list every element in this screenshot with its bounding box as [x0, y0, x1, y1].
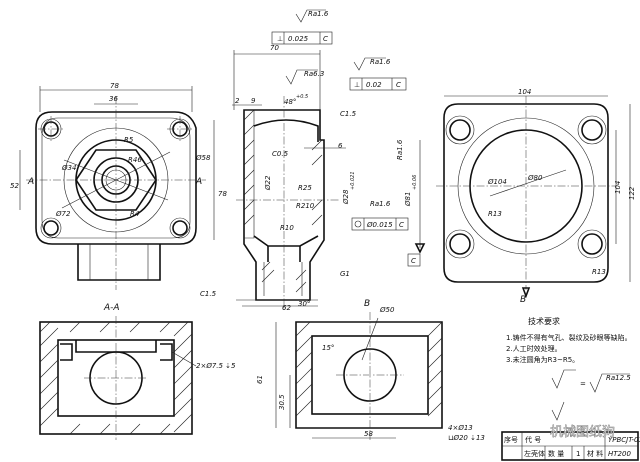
ra-bore: Ra1.6: [370, 200, 391, 208]
tech-req-item-2: 2.人工时效处理。: [506, 344, 562, 353]
dim-r13-right: R13: [592, 268, 606, 276]
dim-r5: R5: [124, 136, 134, 144]
section-label-a-right: A: [195, 177, 202, 187]
holes-aa: 2×Ø7.5 ⇣5: [196, 362, 236, 370]
dim-70: 70: [270, 44, 279, 52]
dim-d72: Ø72: [55, 210, 71, 218]
dim-9: 9: [251, 97, 256, 105]
dim-c05: C0.5: [272, 150, 289, 158]
dim-d28-tol: +0.021: [350, 171, 356, 190]
ra-top: Ra1.6: [308, 10, 329, 18]
section-label-a-left: A: [27, 177, 34, 187]
dim-r13-left: R13: [488, 210, 502, 218]
dim-d104: Ø104: [487, 178, 507, 186]
section-aa: A-A 2×Ø7.5 ⇣5: [39, 303, 236, 440]
tech-req-item-1: 1.铸件不得有气孔、裂纹及砂眼等缺陷。: [506, 333, 632, 342]
flatness-value: 0.025: [288, 35, 309, 43]
tech-requirements: 技术要求 1.铸件不得有气孔、裂纹及砂眼等缺陷。 2.人工时效处理。 3.未注圆…: [506, 316, 632, 421]
dim-r210: R210: [296, 202, 315, 210]
drawing-number: YPBCJT-01: [608, 436, 640, 444]
pos-value: Ø0.015: [366, 221, 393, 229]
title-header-code: 代 号: [525, 435, 541, 444]
dim-angle: 48°: [284, 98, 296, 106]
holes-b-1: 4×Ø13: [448, 424, 473, 432]
dim-104-side: 104: [614, 181, 622, 194]
ra-mid: Ra6.3: [304, 70, 324, 78]
dim-c15-top: C1.5: [340, 110, 357, 118]
dim-30-5: 30.5: [278, 394, 286, 410]
perp-value: 0.02: [366, 81, 382, 89]
section-b: B Ø50 15° 61 30.5 58 4×Ø13 ⊔Ø20 ⇣13: [256, 299, 485, 442]
dim-d58: Ø58: [195, 154, 211, 162]
dim-c15-bottom: C1.5: [200, 290, 217, 298]
roughness-eq: =: [580, 380, 586, 388]
section-b-label: B: [364, 299, 370, 309]
ra-vert: Ra1.6: [396, 139, 404, 160]
dim-58: 58: [364, 430, 373, 438]
roughness-ra125: Ra12.5: [606, 374, 631, 382]
dim-78-top: 78: [110, 82, 119, 90]
dim-r46: R46: [128, 156, 142, 164]
section-aa-title: A-A: [103, 303, 120, 313]
dim-r4: R4: [130, 210, 139, 218]
dim-62: 62: [282, 304, 291, 312]
dim-d22: Ø22: [264, 175, 272, 191]
title-header-seq: 序号: [504, 435, 518, 444]
dim-d81: Ø81: [404, 192, 412, 207]
svg-text:⊥: ⊥: [277, 35, 283, 43]
side-view: ⊥ 0.025 C ⊥ 0.02 C Ø0.015 C C Ra1.6 70 R…: [200, 9, 426, 312]
dim-d50: Ø50: [379, 306, 395, 314]
dim-d80: Ø80: [527, 174, 543, 182]
dim-15deg: 15°: [322, 344, 334, 352]
datum-c: C: [411, 257, 416, 265]
section-label-b: B: [520, 295, 526, 305]
material-label: 材 料: [587, 449, 603, 458]
dim-angle-tol: +0.5: [296, 94, 308, 100]
dim-104-top: 104: [518, 88, 531, 96]
dim-r25: R25: [298, 184, 312, 192]
holes-b-2: ⊔Ø20 ⇣13: [448, 434, 485, 442]
dim-122: 122: [628, 186, 636, 200]
dim-d28: Ø28: [342, 189, 350, 205]
dim-6: 6: [338, 142, 343, 150]
pos-ref: C: [399, 221, 404, 229]
part-name: 左壳体: [524, 449, 545, 458]
dim-r10: R10: [280, 224, 294, 232]
front-view: 78 36 52 78 R5 R46 R4 Ø34 Ø58 Ø72 A A: [10, 82, 227, 290]
dim-78-side: 78: [218, 190, 227, 198]
title-block: 序号 代 号 YPBCJT-01 左壳体 数 量 1 材 料 HT200 机械图…: [501, 425, 640, 461]
ra-right: Ra1.6: [370, 58, 391, 66]
right-view: 104 104 122 Ø104 Ø80 R13 R13 B: [436, 88, 636, 305]
qty-label: 数 量: [548, 449, 564, 458]
dim-52: 52: [10, 182, 19, 190]
watermark: 机械图纸狗: [550, 425, 615, 440]
dim-2: 2: [235, 97, 240, 105]
material-value: HT200: [608, 450, 631, 458]
flatness-ref: C: [323, 35, 328, 43]
perp-ref: C: [396, 81, 401, 89]
dim-36: 36: [109, 95, 118, 103]
dim-d81-tol: +0.06: [412, 175, 418, 190]
dim-g1: G1: [340, 270, 350, 278]
svg-text:⊥: ⊥: [354, 81, 360, 89]
tech-req-title: 技术要求: [528, 316, 560, 326]
dim-61: 61: [256, 375, 264, 384]
qty-value: 1: [576, 450, 580, 458]
dim-d34: Ø34: [61, 164, 76, 172]
tech-req-item-3: 3.未注圆角为R3~R5。: [506, 355, 579, 364]
dim-30deg: 30°: [298, 300, 310, 308]
